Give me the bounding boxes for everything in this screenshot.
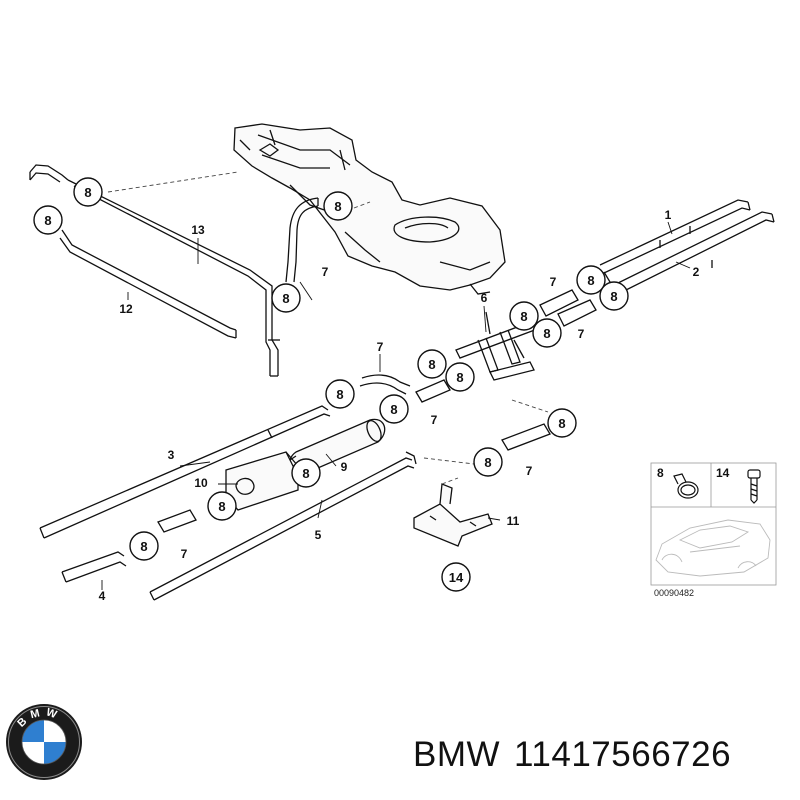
callout-8: 8 xyxy=(129,531,159,561)
label-7: 7 xyxy=(181,547,188,561)
part-labels: 1 2 3 4 5 6 7 7 7 7 7 7 7 9 10 11 12 13 xyxy=(99,208,700,603)
label-3: 3 xyxy=(168,448,175,462)
fuel-lines-1-2 xyxy=(599,199,775,293)
inset-panel: 8 14 00090482 xyxy=(650,462,777,598)
hose-7-upper xyxy=(285,197,319,283)
label-7: 7 xyxy=(526,464,533,478)
hose-assembly-12-13 xyxy=(29,164,280,377)
leader-lines-solid xyxy=(101,221,691,590)
svg-text:8: 8 xyxy=(84,185,91,200)
svg-text:8: 8 xyxy=(520,309,527,324)
svg-text:8: 8 xyxy=(484,455,491,470)
svg-text:8: 8 xyxy=(336,387,343,402)
callout-8: 8 xyxy=(417,349,447,379)
svg-text:8: 8 xyxy=(428,357,435,372)
bracket-11 xyxy=(413,483,493,547)
hose-7-center xyxy=(359,374,411,395)
part-number-caption: BMW 11417566726 xyxy=(413,735,793,785)
car-silhouette-icon xyxy=(655,519,771,577)
svg-text:8: 8 xyxy=(218,499,225,514)
inset-label-14: 14 xyxy=(716,466,730,480)
label-10: 10 xyxy=(194,476,208,490)
short-hoses-7 xyxy=(157,289,597,533)
fuel-tank xyxy=(233,123,506,295)
svg-text:8: 8 xyxy=(610,289,617,304)
svg-text:8: 8 xyxy=(587,273,594,288)
svg-text:8: 8 xyxy=(390,402,397,417)
label-7: 7 xyxy=(550,275,557,289)
callout-circles: 8 8 8 8 8 8 8 8 8 8 8 8 8 8 8 8 8 14 xyxy=(33,177,629,592)
label-13: 13 xyxy=(191,223,205,237)
callout-8: 8 xyxy=(473,447,503,477)
callout-8: 8 xyxy=(576,265,606,295)
svg-text:8: 8 xyxy=(334,199,341,214)
callout-8: 8 xyxy=(532,318,562,348)
svg-text:8: 8 xyxy=(558,416,565,431)
callout-8: 8 xyxy=(33,205,63,235)
label-11: 11 xyxy=(507,514,520,528)
fuel-lines-3-4-5 xyxy=(39,405,417,601)
inset-label-8: 8 xyxy=(657,466,664,480)
image-ref-number: 00090482 xyxy=(654,588,694,598)
hose-clamp-icon xyxy=(673,473,699,499)
label-4: 4 xyxy=(99,589,106,603)
svg-text:8: 8 xyxy=(44,213,51,228)
svg-text:8: 8 xyxy=(456,370,463,385)
callout-8: 8 xyxy=(445,362,475,392)
label-12: 12 xyxy=(119,302,133,316)
callout-8: 8 xyxy=(379,394,409,424)
callout-8: 8 xyxy=(325,379,355,409)
label-5: 5 xyxy=(315,528,322,542)
callout-8: 8 xyxy=(291,458,321,488)
svg-text:8: 8 xyxy=(302,466,309,481)
svg-text:14: 14 xyxy=(449,570,464,585)
svg-text:8: 8 xyxy=(140,539,147,554)
callout-8: 8 xyxy=(271,283,301,313)
label-7: 7 xyxy=(578,327,585,341)
label-2: 2 xyxy=(693,265,700,279)
callout-8: 8 xyxy=(509,301,539,331)
callout-8: 8 xyxy=(599,281,629,311)
brand-name: BMW xyxy=(413,735,501,774)
label-1: 1 xyxy=(665,208,672,222)
bolt-icon xyxy=(747,469,761,504)
callout-8: 8 xyxy=(207,491,237,521)
pump-bracket-10 xyxy=(225,451,299,511)
callout-8: 8 xyxy=(73,177,103,207)
connector-6 xyxy=(455,311,541,381)
callout-14: 14 xyxy=(441,562,471,592)
svg-text:8: 8 xyxy=(282,291,289,306)
logo-letter: W xyxy=(44,706,63,722)
svg-text:8: 8 xyxy=(543,326,550,341)
label-6: 6 xyxy=(481,291,488,305)
callout-8: 8 xyxy=(547,408,577,438)
label-7: 7 xyxy=(322,265,329,279)
logo-letter: M xyxy=(29,706,45,721)
part-number: 11417566726 xyxy=(514,735,732,774)
label-9: 9 xyxy=(341,460,348,474)
label-7: 7 xyxy=(377,340,384,354)
callout-8: 8 xyxy=(323,191,353,221)
bmw-logo-icon: BMW xyxy=(6,704,82,780)
label-7: 7 xyxy=(431,413,438,427)
